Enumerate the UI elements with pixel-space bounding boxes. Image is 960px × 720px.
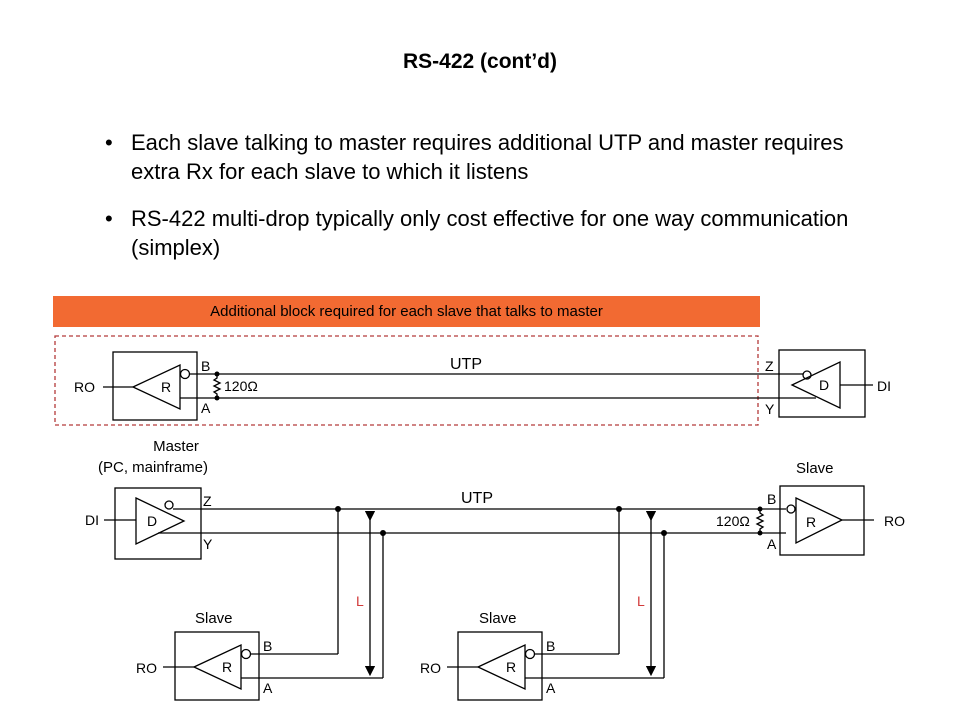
- master-subtitle: (PC, mainframe): [98, 459, 208, 476]
- bullet-list: •Each slave talking to master requires a…: [105, 128, 865, 280]
- ro-label: RO: [420, 660, 441, 676]
- extra-receiver-box: [112, 351, 198, 421]
- pin-y-label: Y: [765, 401, 775, 417]
- pin-z-label: Z: [203, 493, 212, 509]
- receiver-triangle-icon: [131, 363, 181, 411]
- cable-label: UTP: [461, 490, 493, 507]
- slave-title: Slave: [479, 610, 517, 627]
- bullet-icon: •: [105, 206, 113, 231]
- driver-label: D: [819, 377, 829, 393]
- resistor-icon: [212, 374, 222, 398]
- inverter-bubble-icon: [164, 500, 174, 510]
- pin-a-label: A: [263, 680, 273, 696]
- termination-label: 120Ω: [224, 378, 258, 394]
- pin-b-label: B: [263, 638, 272, 654]
- driver-triangle-icon: [790, 360, 841, 410]
- far-slave-receiver-box: [779, 485, 865, 556]
- pin-a-label: A: [546, 680, 556, 696]
- master-title: Master: [153, 438, 199, 455]
- master-driver-box: [114, 487, 202, 560]
- di-label: DI: [877, 378, 891, 394]
- bullet-item: •Each slave talking to master requires a…: [105, 130, 844, 184]
- ro-label: RO: [136, 660, 157, 676]
- receiver-triangle-icon: [795, 496, 844, 545]
- di-label: DI: [85, 512, 99, 528]
- receiver-label: R: [506, 659, 516, 675]
- inverter-bubble-icon: [786, 504, 796, 514]
- slave-title: Slave: [195, 610, 233, 627]
- bullet-icon: •: [105, 130, 113, 155]
- receiver-triangle-icon: [192, 643, 242, 691]
- bullet-item: •RS-422 multi-drop typically only cost e…: [105, 206, 849, 260]
- stub-length-label: L: [356, 593, 364, 609]
- inverter-bubble-icon: [240, 648, 252, 660]
- driver-label: D: [147, 513, 157, 529]
- pin-b-label: B: [201, 358, 210, 374]
- pin-b-label: B: [546, 638, 555, 654]
- pin-y-label: Y: [203, 536, 213, 552]
- slide-title: RS-422 (cont’d): [402, 50, 557, 73]
- slave-receiver-box: [174, 631, 260, 701]
- pin-a-label: A: [201, 400, 211, 416]
- inverter-bubble-icon: [802, 370, 812, 380]
- resistor-icon: [755, 509, 765, 533]
- pin-a-label: A: [767, 536, 777, 552]
- receiver-triangle-icon: [476, 643, 526, 691]
- receiver-label: R: [222, 659, 232, 675]
- extra-driver-box: [778, 349, 866, 418]
- ro-label: RO: [74, 379, 95, 395]
- slave-receiver-box: [457, 631, 543, 701]
- ro-label: RO: [884, 513, 905, 529]
- slave-title: Slave: [796, 460, 834, 477]
- stub-length-label: L: [637, 593, 645, 609]
- inverter-bubble-icon: [179, 368, 191, 380]
- receiver-label: R: [806, 514, 816, 530]
- extra-block-border: [54, 335, 759, 426]
- additional-block-banner: Additional block required for each slave…: [53, 296, 760, 327]
- termination-label: 120Ω: [716, 513, 750, 529]
- pin-b-label: B: [767, 491, 776, 507]
- cable-label: UTP: [450, 356, 482, 373]
- receiver-label: R: [161, 379, 171, 395]
- inverter-bubble-icon: [524, 648, 536, 660]
- pin-z-label: Z: [765, 358, 774, 374]
- driver-triangle-icon: [135, 496, 186, 546]
